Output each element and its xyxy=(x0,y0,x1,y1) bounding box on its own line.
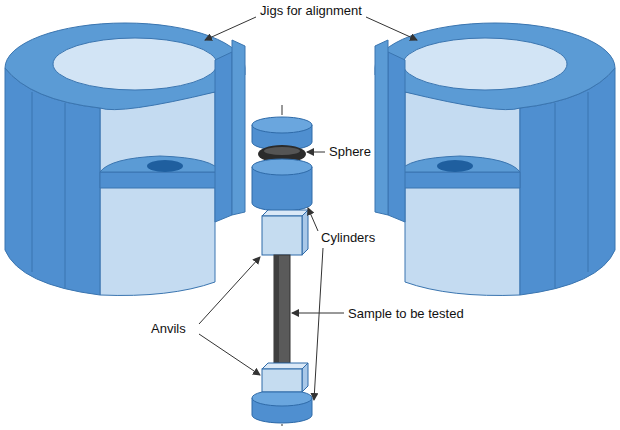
sample-stack xyxy=(252,117,312,423)
leader-arrow xyxy=(199,257,260,324)
sample-shade xyxy=(274,255,279,363)
jig-shelf-hole xyxy=(147,160,183,172)
leader-arrow xyxy=(307,152,325,153)
leader-arrow xyxy=(366,17,417,40)
sample-rod xyxy=(274,255,290,363)
jig-label: Jigs for alignment xyxy=(260,3,362,19)
jig-shelf-face xyxy=(100,172,220,188)
jig-facet xyxy=(65,103,66,288)
part-label: Anvils xyxy=(151,321,186,337)
part-label: Sphere xyxy=(329,144,371,160)
alignment-jig xyxy=(375,23,615,295)
jig-top-ring xyxy=(5,23,245,110)
jig-facet xyxy=(32,92,33,272)
lower-cylinder-face xyxy=(252,392,312,406)
alignment-jig xyxy=(5,23,245,295)
upper-anvil xyxy=(262,216,302,255)
leader-arrow xyxy=(199,334,260,375)
leader-arrow xyxy=(205,17,256,40)
lower-anvil xyxy=(262,369,302,392)
jig-cavity xyxy=(100,92,215,295)
part-label: Cylinders xyxy=(321,230,375,246)
anvil-side xyxy=(302,210,308,255)
anvil-top xyxy=(262,210,308,216)
anvil-side xyxy=(302,363,308,392)
upper-cylinder-face xyxy=(252,159,312,175)
part-label: Sample to be tested xyxy=(348,306,464,322)
jig-bore xyxy=(53,38,217,90)
jig-shelf xyxy=(100,156,220,172)
anvil-top xyxy=(262,363,308,369)
leader-arrow xyxy=(308,208,318,231)
leader-arrow xyxy=(292,313,344,314)
jig-flange xyxy=(232,40,245,215)
leader-arrow xyxy=(314,248,323,400)
leader-lines xyxy=(199,17,417,400)
sphere-highlight xyxy=(264,147,300,155)
top-cap-face xyxy=(252,117,312,133)
jig-flange xyxy=(215,52,232,222)
